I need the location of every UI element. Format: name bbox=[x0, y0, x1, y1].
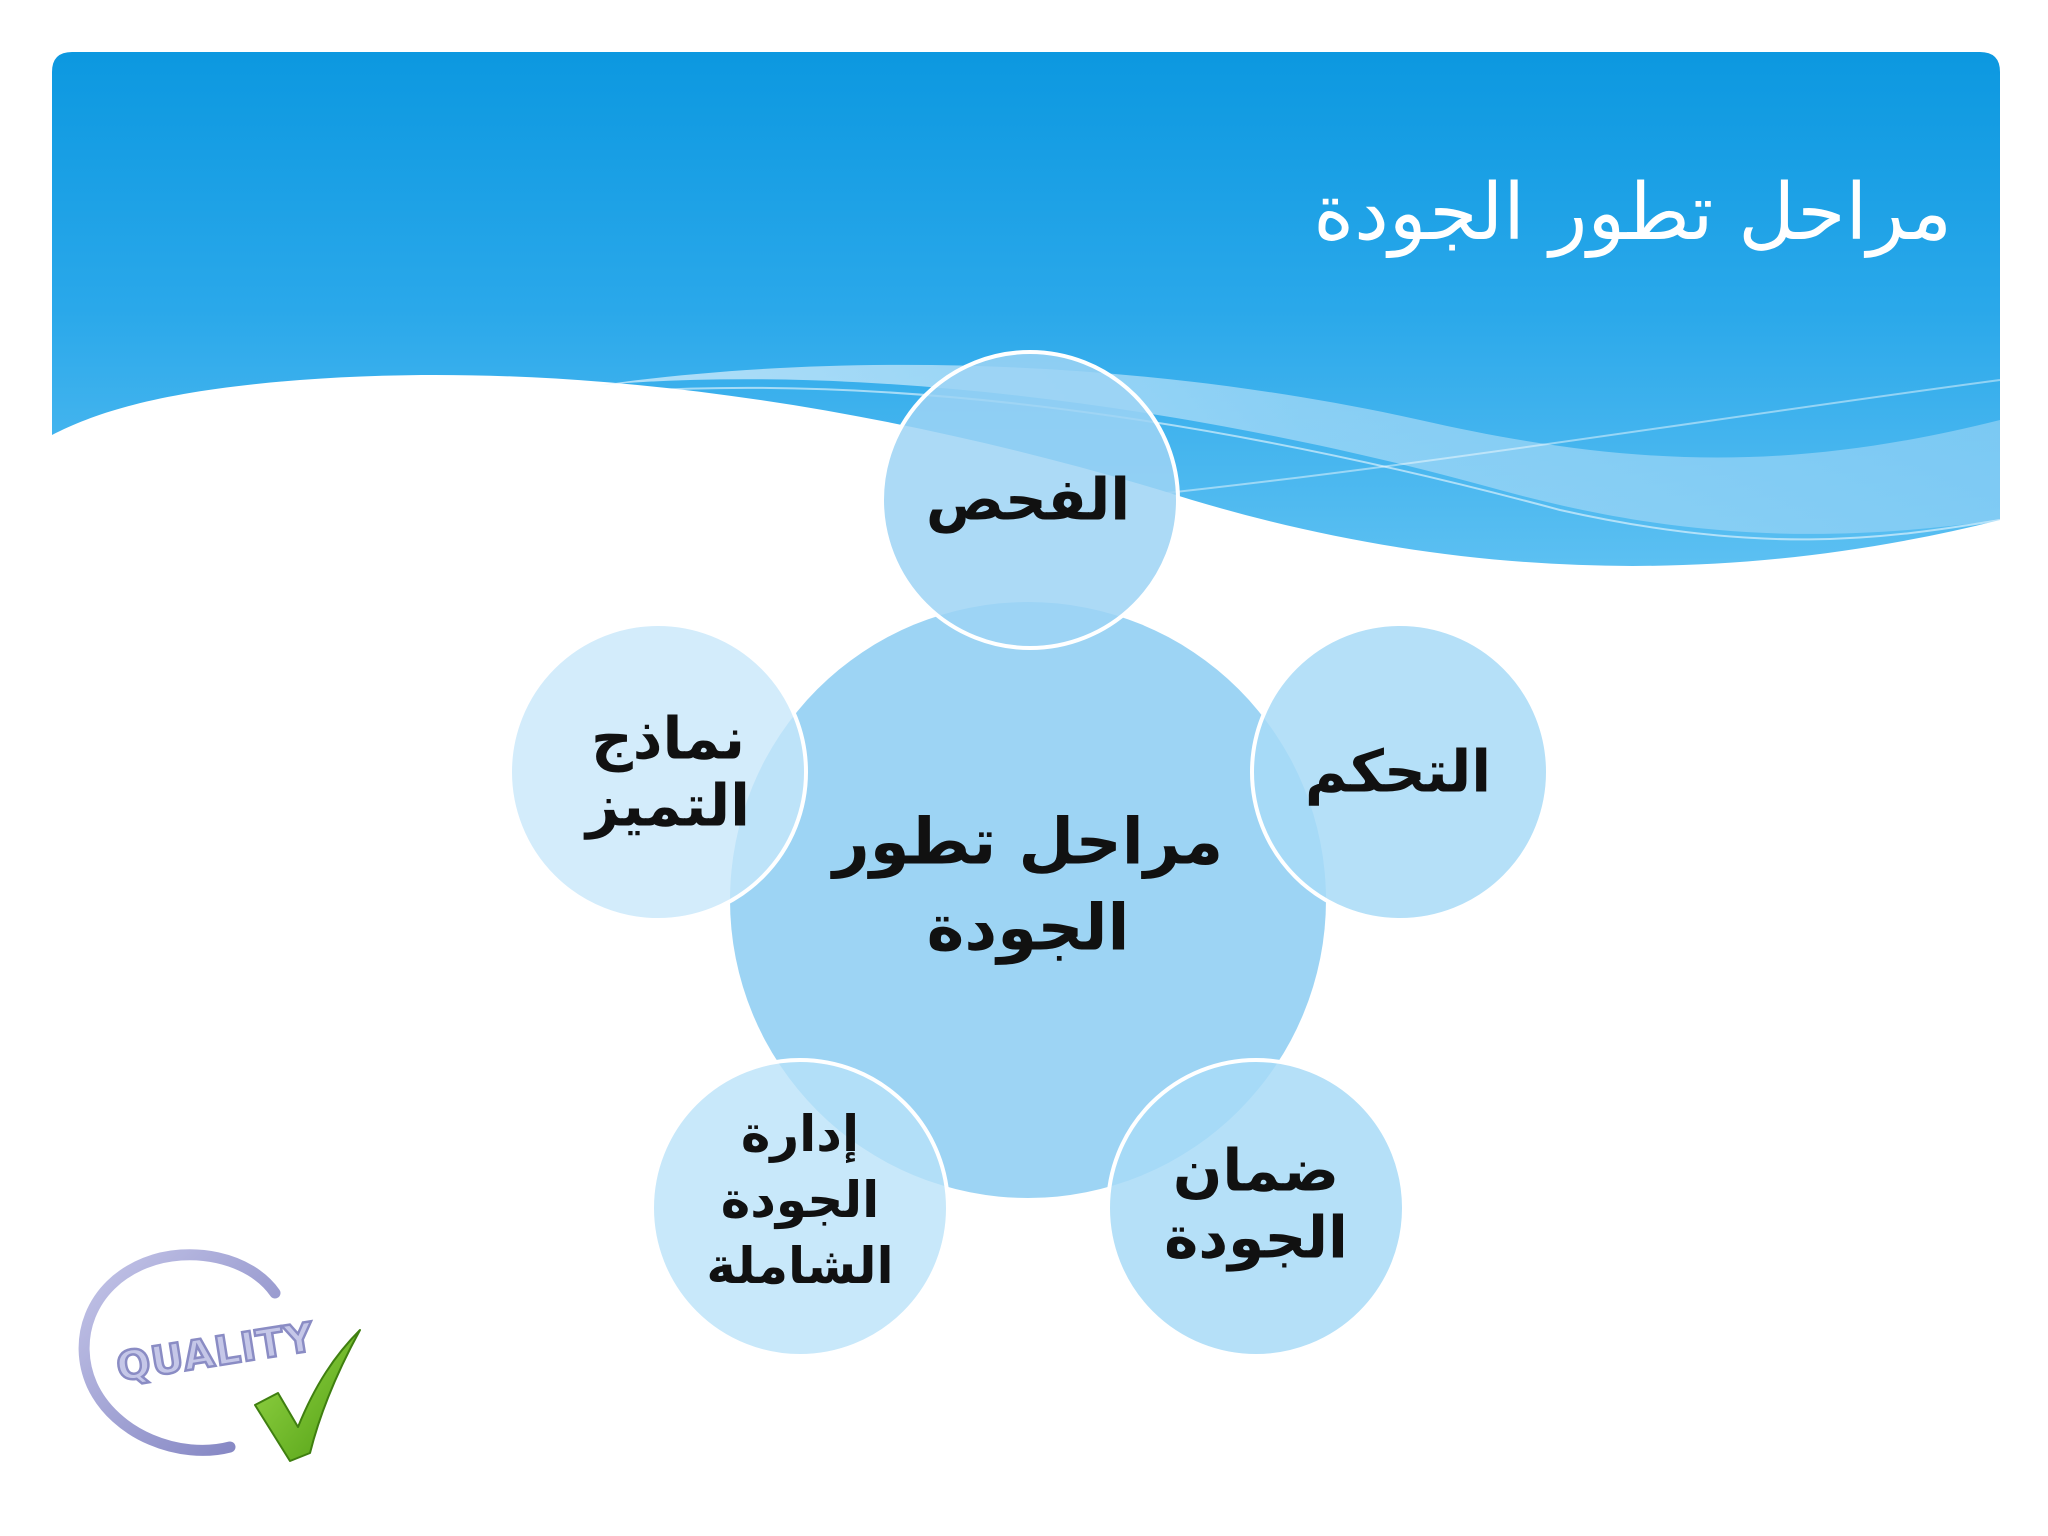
node-label-inspection: الفحص bbox=[925, 465, 1131, 534]
node-label-line: ضمان bbox=[1172, 1136, 1340, 1205]
node-circle-inspection bbox=[880, 350, 1180, 650]
checkmark-icon bbox=[254, 1329, 361, 1462]
center-circle bbox=[730, 602, 1326, 1198]
quality-logo: QUALITY bbox=[78, 1249, 361, 1462]
node-label-excellence: نماذج التميز bbox=[586, 705, 750, 838]
node-label-line: الجودة bbox=[1164, 1203, 1348, 1271]
wave-band bbox=[600, 364, 2000, 534]
node-label-line: إدارة bbox=[740, 1105, 860, 1163]
node-label-line: نماذج bbox=[590, 704, 746, 773]
center-label: مراحل تطور الجودة bbox=[833, 800, 1223, 973]
node-circle-excellence bbox=[508, 622, 808, 922]
node-label-assurance: ضمان الجودة bbox=[1164, 1137, 1348, 1270]
logo-ring-icon bbox=[78, 1249, 281, 1456]
wave-line bbox=[619, 386, 2001, 541]
node-label-line: التحكم bbox=[1304, 737, 1492, 806]
node-circle-control bbox=[1250, 622, 1550, 922]
node-circle-tqm bbox=[650, 1058, 950, 1358]
center-label-line: الجودة bbox=[926, 892, 1130, 966]
node-label-line: الشاملة bbox=[706, 1237, 894, 1295]
center-label-line: مراحل تطور bbox=[832, 805, 1224, 880]
node-circle-assurance bbox=[1106, 1058, 1406, 1358]
wave-line bbox=[1099, 379, 2001, 501]
node-label-line: الجودة bbox=[720, 1171, 880, 1229]
node-label-tqm: إدارة الجودة الشاملة bbox=[706, 1101, 893, 1299]
node-label-line: التميز bbox=[586, 771, 750, 839]
node-label-control: التحكم bbox=[1304, 737, 1492, 806]
logo-text: QUALITY bbox=[113, 1314, 318, 1391]
slide-title: مراحل تطور الجودة bbox=[1313, 168, 1952, 258]
node-label-line: الفحص bbox=[925, 465, 1131, 534]
